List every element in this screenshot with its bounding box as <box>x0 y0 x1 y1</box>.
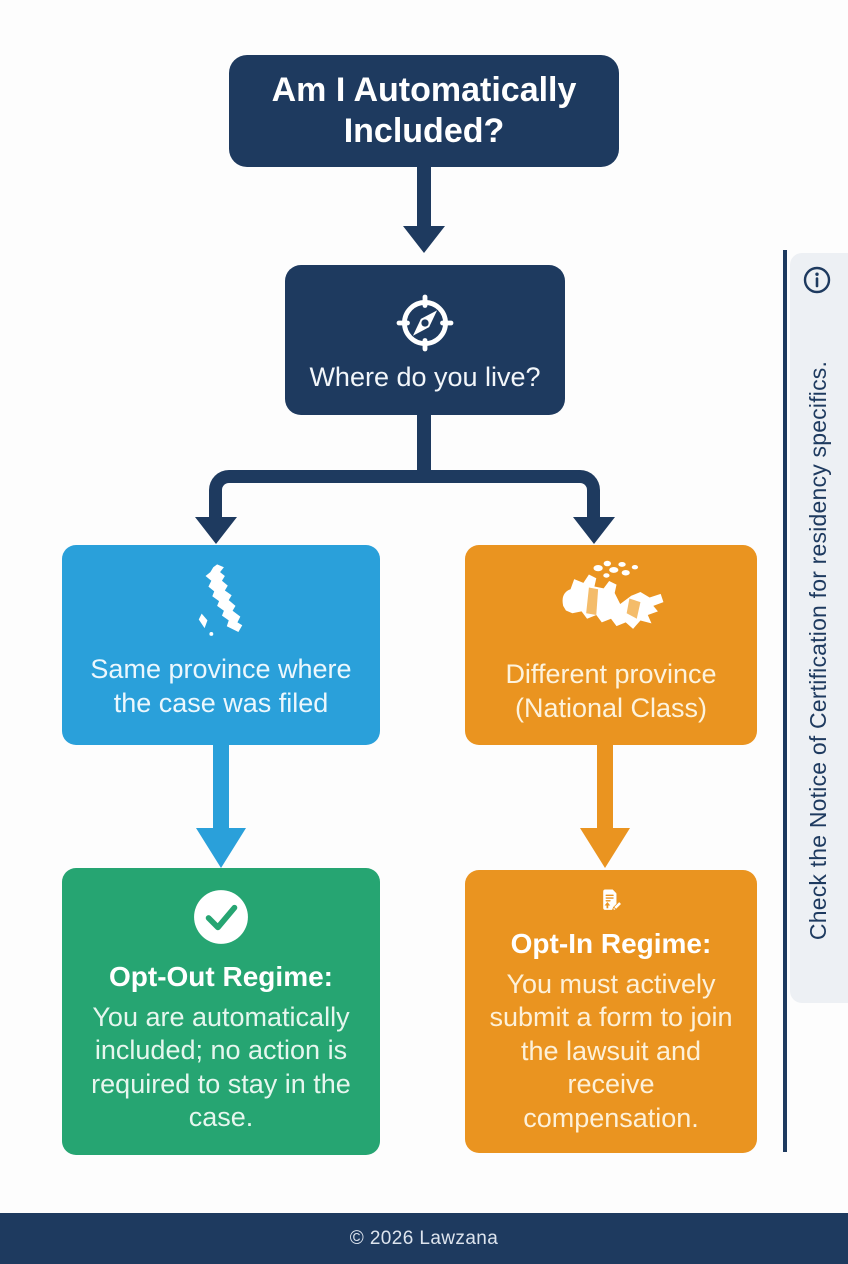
branch-same-province-box: Same province where the case was filed <box>62 545 380 745</box>
footer-copyright: © 2026 Lawzana <box>349 1227 499 1249</box>
opt-out-box: Opt-Out Regime: You are automatically in… <box>62 868 380 1155</box>
sidebar-note-panel <box>790 253 848 1003</box>
arrow-to-opt-out <box>213 744 229 828</box>
question-label: Where do you live? <box>309 361 541 392</box>
page-title: Am I Automatically Included? <box>271 70 577 150</box>
opt-in-body: You must actively submit a form to join … <box>489 968 733 1133</box>
arrowhead-down-icon <box>573 517 615 544</box>
opt-in-heading: Opt-In Regime: <box>510 927 712 959</box>
footer-bar: © 2026 Lawzana <box>0 1213 848 1264</box>
sidebar-divider-line <box>783 250 787 1152</box>
bc-province-map-icon <box>198 564 243 637</box>
arrowhead-down-icon <box>195 517 237 544</box>
branch-different-province-box: Different province (National Class) <box>465 545 757 745</box>
arrowhead-down-icon <box>196 828 246 868</box>
arrowhead-down-icon <box>403 226 445 253</box>
checkmark-icon <box>194 890 248 945</box>
arrow-title-to-question <box>417 166 431 226</box>
branch-elbow-left <box>209 470 424 517</box>
branch-same-province-label: Same province where the case was filed <box>90 654 352 718</box>
arrow-to-opt-in <box>597 744 613 828</box>
branch-stem <box>417 413 431 475</box>
title-box: Am I Automatically Included? <box>229 55 619 167</box>
question-box: Where do you live? <box>285 265 565 415</box>
opt-out-heading: Opt-Out Regime: <box>109 961 333 993</box>
branch-different-province-label: Different province (National Class) <box>505 659 717 723</box>
branch-elbow-right <box>424 470 600 517</box>
compass-icon <box>396 294 454 351</box>
arrowhead-down-icon <box>580 828 630 868</box>
canada-map-icon <box>562 561 664 630</box>
submit-form-icon <box>603 889 622 912</box>
opt-out-body: You are automatically included; no actio… <box>91 1001 351 1133</box>
info-icon <box>803 266 831 294</box>
opt-in-box: Opt-In Regime: You must actively submit … <box>465 870 757 1153</box>
